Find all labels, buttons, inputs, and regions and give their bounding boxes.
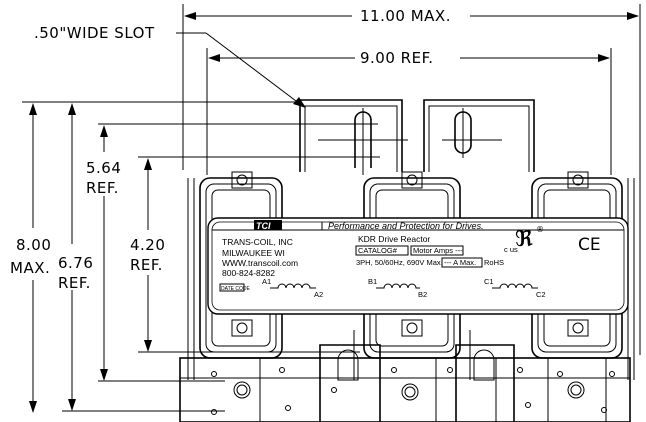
mid-dimension: 5.64 REF. bbox=[86, 123, 378, 382]
company-website: WWW.transcoil.com bbox=[222, 258, 298, 268]
ul-mark-text: c us bbox=[504, 245, 518, 254]
company-name: TRANS-COIL, INC bbox=[222, 237, 293, 247]
tci-logo: TCI bbox=[256, 221, 271, 231]
nameplate: TCI Performance and Protection for Drive… bbox=[207, 217, 629, 315]
company-phone: 800-824-8282 bbox=[222, 268, 275, 278]
specs-voltage: 3PH, 50/60Hz, 690V Max, bbox=[356, 258, 443, 267]
height-max-dimension: 8.00 MAX. bbox=[10, 101, 300, 413]
mount-width-label: 9.00 REF. bbox=[360, 49, 434, 67]
terminal-c1: C1 bbox=[484, 277, 494, 286]
height-ref-dimension: 6.76 REF. bbox=[58, 103, 225, 412]
motor-amps: Motor Amps --- bbox=[413, 246, 463, 255]
coil-symbol-a: A1 A2 bbox=[262, 277, 323, 299]
height-ref-unit: REF. bbox=[58, 274, 91, 292]
nameplate-tagline: Performance and Protection for Drives. bbox=[328, 221, 484, 231]
coil-symbol-c: C1 C2 bbox=[484, 277, 546, 299]
height-ref-value: 6.76 bbox=[58, 254, 93, 272]
terminal-b1: B1 bbox=[368, 277, 377, 286]
top-bracket bbox=[299, 99, 535, 175]
date-code: DATE CODE bbox=[221, 286, 250, 292]
height-max-value: 8.00 bbox=[16, 236, 51, 254]
catalog-label: CATALOG# bbox=[358, 246, 398, 255]
svg-text:ℜ: ℜ bbox=[515, 227, 533, 252]
ce-mark: CE bbox=[578, 235, 601, 255]
terminal-c2: C2 bbox=[536, 290, 546, 299]
coil-symbol-b: B1 B2 bbox=[368, 277, 427, 299]
overall-width-dimension: 11.00 MAX. bbox=[182, 4, 641, 355]
overall-width-label: 11.00 MAX. bbox=[360, 7, 451, 25]
bottom-feet bbox=[179, 344, 631, 422]
product-name: KDR Drive Reactor bbox=[358, 234, 430, 244]
inner-unit: REF. bbox=[130, 256, 163, 274]
terminal-b2: B2 bbox=[418, 290, 427, 299]
slot-callout: .50"WIDE SLOT bbox=[34, 24, 306, 108]
specs-amps: --- A Max. bbox=[444, 258, 476, 267]
ul-mark-icon: ℜ ® c us bbox=[504, 225, 544, 254]
terminal-a2: A2 bbox=[314, 290, 323, 299]
tci-logo-mark bbox=[254, 220, 282, 230]
company-city: MILWAUKEE WI bbox=[222, 248, 285, 258]
mid-unit: REF. bbox=[86, 179, 119, 197]
mount-width-dimension: 9.00 REF. bbox=[206, 48, 612, 175]
terminal-a1: A1 bbox=[262, 277, 271, 286]
slot-label: .50"WIDE SLOT bbox=[34, 24, 155, 42]
svg-text:®: ® bbox=[536, 225, 544, 234]
mid-value: 5.64 bbox=[86, 159, 121, 177]
specs-rohs: RoHS bbox=[484, 258, 504, 267]
inner-value: 4.20 bbox=[130, 236, 165, 254]
height-max-unit: MAX. bbox=[10, 259, 50, 277]
